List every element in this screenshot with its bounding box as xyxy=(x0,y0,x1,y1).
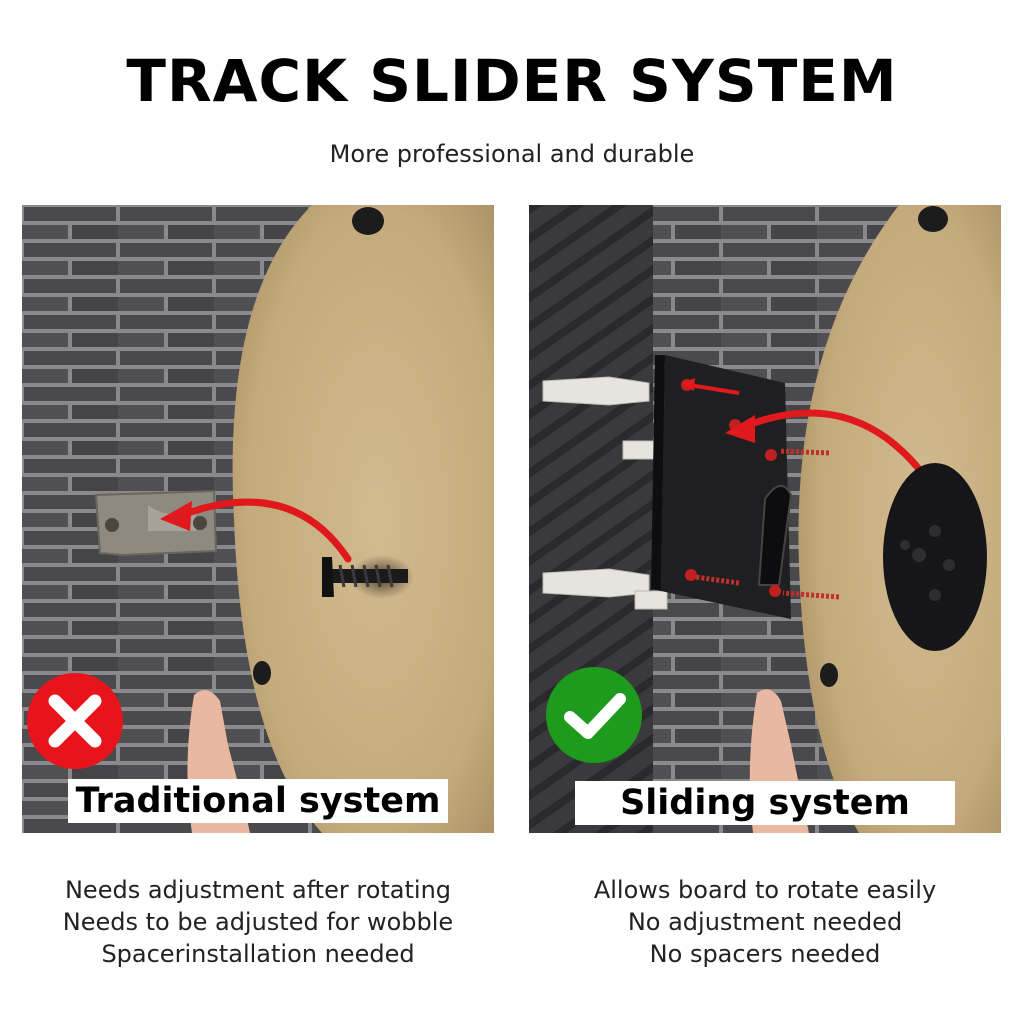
point-text: Needs adjustment after rotating xyxy=(64,876,452,904)
traditional-system-points: Needs adjustment after rotating Needs to… xyxy=(22,874,494,970)
rubber-bumper xyxy=(253,661,271,685)
cross-badge xyxy=(27,673,123,769)
arrow-icon xyxy=(725,409,923,473)
rubber-bumper xyxy=(820,663,838,687)
checkmark-icon xyxy=(564,693,626,739)
traditional-system-panel: Traditional system xyxy=(22,205,494,833)
page-subtitle: More professional and durable xyxy=(329,140,695,168)
dartboard-back xyxy=(232,205,494,833)
disc-mount xyxy=(883,463,987,651)
wall-anchor xyxy=(542,376,668,610)
arrow-icon xyxy=(160,498,352,563)
point-text: Allows board to rotate easily xyxy=(593,876,937,904)
sliding-system-panel: Sliding system xyxy=(529,205,1001,833)
rubber-bumper xyxy=(352,207,384,235)
point-text: Spacerinstallation needed xyxy=(101,940,415,968)
check-badge xyxy=(546,667,642,763)
slider-bracket xyxy=(651,355,793,619)
point-text: No spacers needed xyxy=(649,940,881,968)
screw-arrows xyxy=(681,378,840,600)
sliding-system-points: Allows board to rotate easily No adjustm… xyxy=(529,874,1001,970)
screw xyxy=(322,555,414,599)
page-title: TRACK SLIDER SYSTEM xyxy=(126,47,898,115)
metal-bracket xyxy=(94,489,218,557)
sliding-system-label: Sliding system xyxy=(575,781,955,825)
traditional-system-label: Traditional system xyxy=(68,779,448,823)
point-text: Needs to be adjusted for wobble xyxy=(62,908,454,936)
cross-icon xyxy=(48,694,102,748)
rubber-bumper xyxy=(918,206,948,232)
point-text: No adjustment needed xyxy=(627,908,903,936)
